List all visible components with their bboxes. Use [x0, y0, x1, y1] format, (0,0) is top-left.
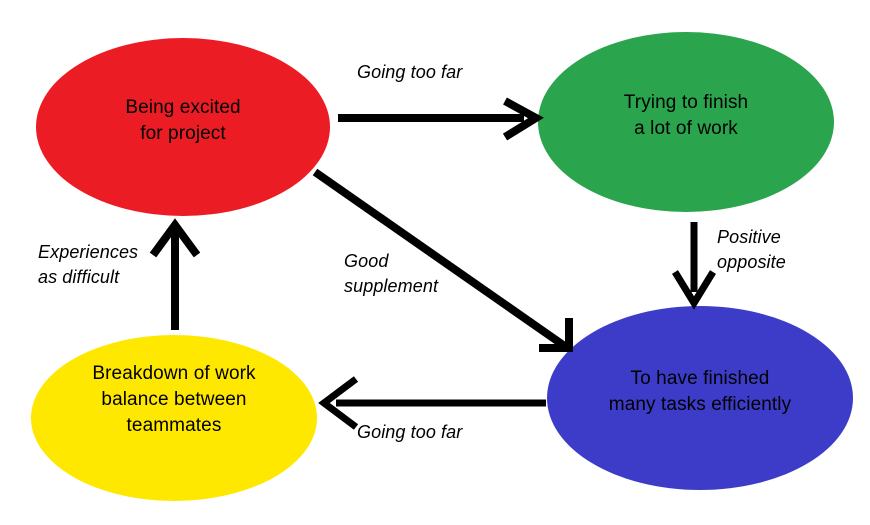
edge-label-experiences-as-difficult: Experiences as difficult: [38, 242, 139, 287]
edge-label-going-too-far-top: Going too far: [357, 62, 463, 82]
node-shape-finished[interactable]: [547, 306, 853, 490]
edge-label-going-too-far-bottom: Going too far: [357, 422, 463, 442]
edge-label-good-supplement: Good supplement: [344, 251, 439, 296]
edge-label-positive-opposite: Positive opposite: [717, 227, 786, 272]
node-shape-breakdown[interactable]: [31, 335, 317, 501]
node-shape-excited[interactable]: [36, 38, 330, 216]
node-shape-trying[interactable]: [538, 32, 834, 212]
